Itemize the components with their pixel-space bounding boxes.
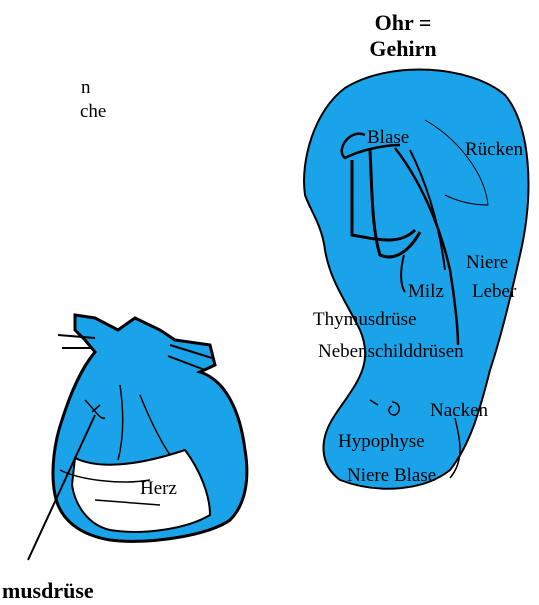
- label-ruecken: Rücken: [465, 139, 524, 160]
- left-fragment-line2: che: [80, 101, 106, 122]
- left-fragment-line1: n: [81, 77, 91, 98]
- ear-shape: [304, 70, 528, 489]
- label-herz: Herz: [140, 478, 177, 499]
- label-niere: Niere: [466, 252, 508, 273]
- label-nebenschilddruesen: Nebenschilddrüsen: [318, 341, 464, 362]
- label-blase: Blase: [367, 127, 409, 148]
- ear-title-line1: Ohr =: [375, 10, 432, 35]
- label-niere-blase: Niere Blase: [347, 465, 436, 486]
- label-thymusdruese-bottom: musdrüse: [2, 578, 94, 603]
- label-nacken: Nacken: [430, 400, 489, 421]
- ear-illustration: Blase Rücken Niere Milz Leber Thymusdrüs…: [304, 70, 528, 489]
- ear-title-line2: Gehirn: [369, 36, 436, 61]
- label-leber: Leber: [472, 281, 517, 302]
- label-milz: Milz: [408, 281, 444, 302]
- label-hypophyse: Hypophyse: [338, 431, 425, 452]
- label-thymusdruese: Thymusdrüse: [313, 309, 416, 330]
- heart-illustration: Herz: [53, 315, 247, 541]
